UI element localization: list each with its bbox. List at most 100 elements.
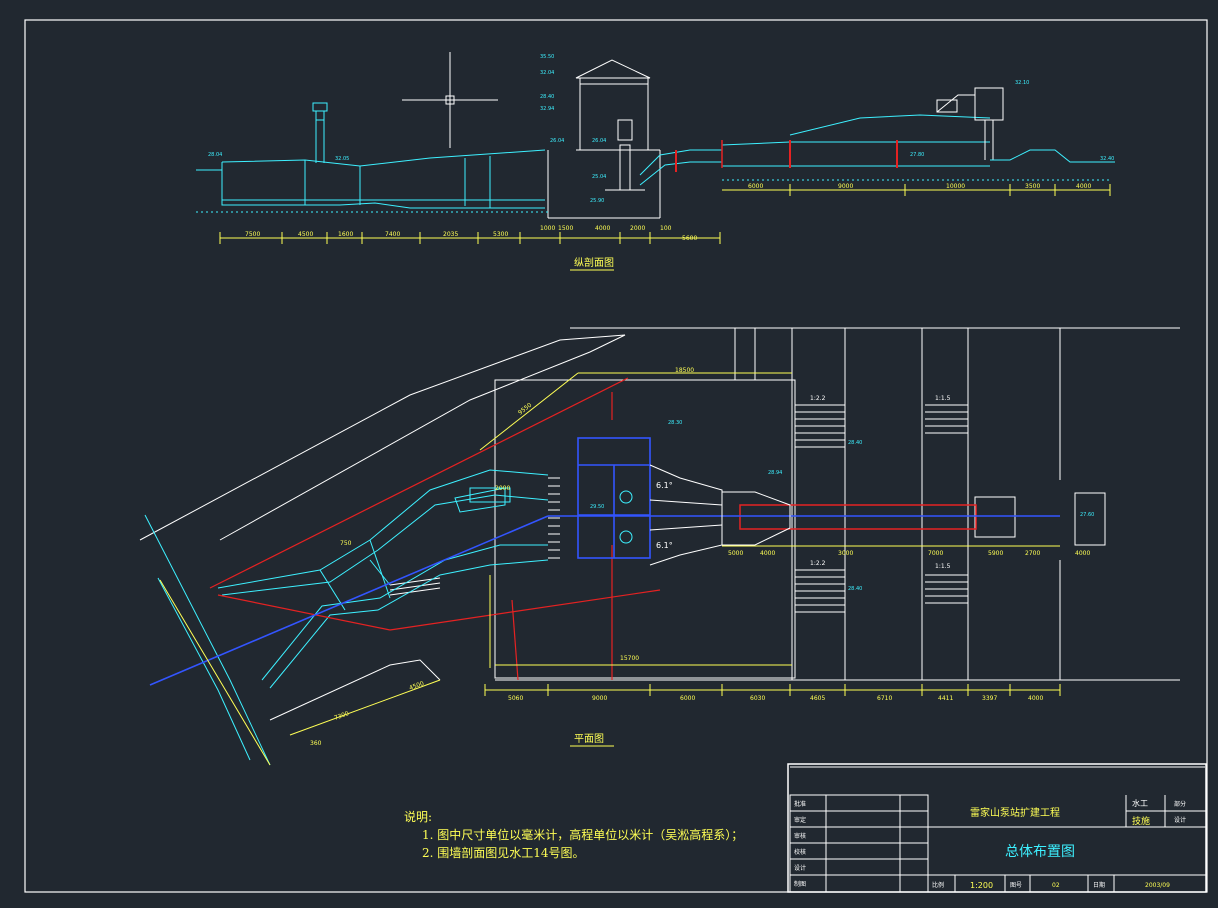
plan-dim-bottom: 3397 [982, 695, 997, 702]
scale-value: 1:200 [970, 881, 993, 890]
role-label: 审定 [794, 816, 806, 824]
elevation-label: 32.04 [540, 70, 554, 76]
phase-label: 技施 [1132, 815, 1150, 827]
plan-dim-bottom: 6030 [750, 695, 765, 702]
slope-label: 1:1.5 [935, 563, 951, 570]
angle-label: 6.1° [656, 481, 673, 490]
dept-label: 水工 [1132, 798, 1148, 808]
sec-dim: 100 [660, 225, 672, 232]
elevation-label: 27.80 [910, 152, 924, 158]
sec-dim: 5300 [493, 231, 508, 238]
section-view: 7500 4500 1600 7400 2035 5300 1000 1500 … [196, 52, 1115, 271]
elevation-label: 25.04 [592, 174, 606, 180]
plan-dim-left: 4500 [408, 680, 425, 692]
notes-heading: 说明: [404, 810, 433, 824]
plan-dim-mid: 4000 [1075, 550, 1090, 557]
elevation-label: 32.10 [1015, 80, 1029, 86]
outlet-structure [936, 87, 1115, 163]
plan-dim-bottom: 6710 [877, 695, 892, 702]
elevation-label: 28.40 [540, 94, 554, 100]
plan-bottom-inner: 15700 [620, 655, 639, 662]
angle-label: 6.1° [656, 541, 673, 550]
level-label: 29.50 [590, 504, 604, 510]
level-label: 28.30 [668, 420, 682, 426]
elevation-label: 28.04 [208, 152, 222, 158]
sec-dim: 4000 [595, 225, 610, 232]
notes-block: 说明: 1. 图中尺寸单位以毫米计，高程单位以米计（吴淞高程系）； 2. 围墙剖… [404, 808, 743, 862]
crosshair-marker [402, 52, 498, 148]
sec-dim: 2035 [443, 231, 458, 238]
date-value: 2003/09 [1145, 882, 1170, 889]
level-label: 28.94 [768, 470, 782, 476]
project-name: 雷家山泵站扩建工程 [970, 806, 1060, 819]
sec-dim: 2000 [630, 225, 645, 232]
plan-dim-mid: 5000 [728, 550, 743, 557]
pump-house [547, 59, 661, 219]
role-label: 制图 [794, 880, 806, 888]
elevation-label: 35.50 [540, 54, 554, 60]
part-label: 部分 [1174, 800, 1186, 808]
notes-line-1: 1. 图中尺寸单位以毫米计，高程单位以米计（吴淞高程系）； [422, 828, 744, 842]
number-value: 02 [1052, 882, 1060, 889]
plan-caption: 平面图 [574, 733, 604, 745]
elevation-label: 32.05 [335, 156, 349, 162]
date-label: 日期 [1093, 881, 1105, 889]
sec-dim: 7500 [245, 231, 260, 238]
slope-label: 1:2.2 [810, 560, 826, 567]
sec-dim: 5600 [682, 235, 697, 242]
title-block-texts: 批准 审定 审核 校核 设计 制图 雷家山泵站扩建工程 总体布置图 水工 部分 … [794, 798, 1186, 890]
ground-line [196, 179, 1110, 213]
sec-dim: 3500 [1025, 183, 1040, 190]
plan-dim-left: 360 [310, 740, 322, 747]
section-elevations: 35.50 32.04 28.40 32.94 26.04 26.04 25.0… [208, 54, 1114, 204]
drawing-frame [24, 19, 1208, 893]
number-label: 图号 [1010, 882, 1022, 889]
level-label: 28.40 [848, 440, 862, 446]
level-label: 27.60 [1080, 512, 1094, 518]
sec-dim: 1000 [540, 225, 555, 232]
elevation-label: 32.94 [540, 106, 554, 112]
plan-dim-bottom: 5060 [508, 695, 523, 702]
plan-boundary [139, 327, 1180, 721]
role-label: 审核 [794, 832, 806, 840]
plan-dim-bottom: 6000 [680, 695, 695, 702]
section-dimension-line [219, 184, 1111, 244]
discharge-pipe [639, 114, 991, 186]
slope-hatch [389, 404, 968, 613]
intake-channel [196, 102, 546, 209]
plan-dim-left: 750 [340, 540, 352, 547]
sec-dim: 9000 [838, 183, 853, 190]
plan-texts: 18500 15700 5060 9000 6000 6030 4605 671… [310, 367, 1094, 747]
level-label: 28.40 [848, 586, 862, 592]
plan-dim-left: 2000 [495, 485, 510, 492]
role-label: 批准 [794, 800, 806, 808]
plan-dim-mid: 2700 [1025, 550, 1040, 557]
plan-dim-top: 18500 [675, 367, 694, 374]
title-block [787, 763, 1207, 893]
plan-view: 18500 15700 5060 9000 6000 6030 4605 671… [139, 327, 1180, 766]
sec-dim: 7400 [385, 231, 400, 238]
role-label: 校核 [794, 848, 806, 856]
sec-dim: 4000 [1076, 183, 1091, 190]
plan-dim-mid: 3000 [838, 550, 853, 557]
role-label: 设计 [794, 864, 806, 872]
sec-dim: 1500 [558, 225, 573, 232]
plan-dim-mid: 4000 [760, 550, 775, 557]
elevation-label: 26.04 [550, 138, 564, 144]
sec-dim: 1600 [338, 231, 353, 238]
plan-dim-mid: 5900 [988, 550, 1003, 557]
section-dimension-texts: 7500 4500 1600 7400 2035 5300 1000 1500 … [245, 183, 1091, 242]
drawing-title: 总体布置图 [1005, 844, 1075, 860]
plan-pump-house [149, 437, 1060, 686]
scale-label: 比例 [932, 881, 944, 889]
section-caption: 纵剖面图 [574, 256, 614, 269]
plan-dim-bottom: 4605 [810, 695, 825, 702]
plan-dim-bottom: 4000 [1028, 695, 1043, 702]
plan-intake-channel [144, 469, 549, 766]
plan-dim-mid: 7000 [928, 550, 943, 557]
elevation-label: 26.04 [592, 138, 606, 144]
plan-red-lines [209, 377, 977, 681]
plan-dim-bottom: 9000 [592, 695, 607, 702]
plan-diffuser [619, 464, 791, 566]
sec-dim: 6000 [748, 183, 763, 190]
